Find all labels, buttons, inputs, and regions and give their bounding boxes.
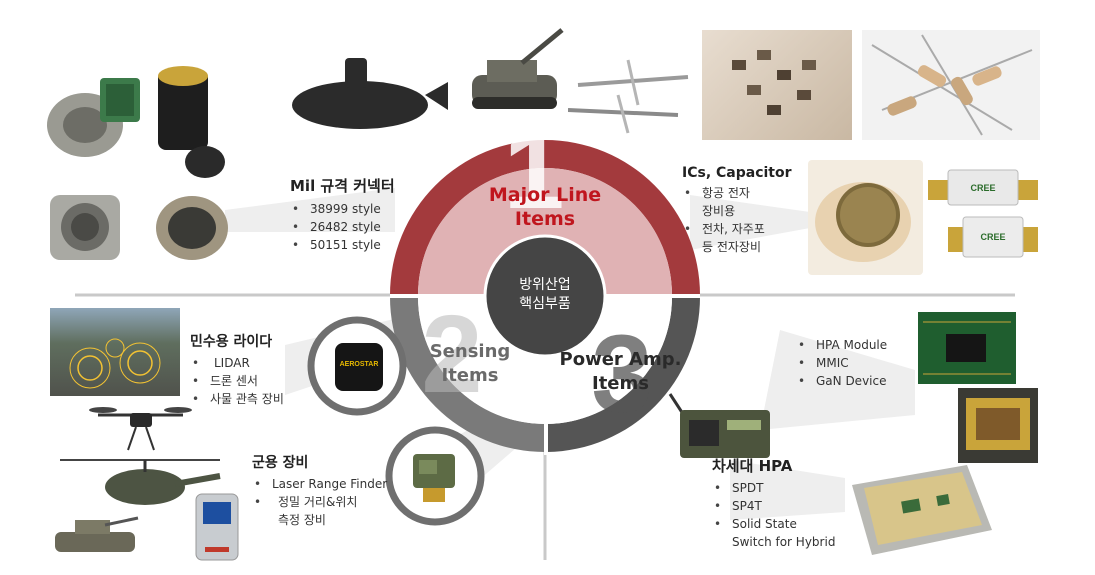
helicopter-photo <box>60 459 221 505</box>
list-item-line: Switch for Hybrid <box>732 535 836 549</box>
cree-module-1-photo: CREE <box>928 165 1038 210</box>
segment-3-number: 3 <box>591 313 652 436</box>
hpa-items-list: HPA Module MMIC GaN Device <box>796 336 887 390</box>
mil-connector-title: Mil 규격 커넥터 <box>290 177 395 195</box>
segment-1-title-line1: Major Line <box>488 184 602 206</box>
list-item-line: 전차, 자주포 <box>702 222 765 236</box>
segment-2-title: Sensing Items <box>410 340 530 388</box>
segment-3-title: Power Amp. Items <box>548 348 693 396</box>
list-item-line: 장비용 <box>702 204 736 218</box>
ics-title: ICs, Capacitor <box>682 165 792 181</box>
lidar-title: 민수용 라이다 <box>190 334 273 350</box>
rf-switch-board-photo <box>842 460 994 560</box>
capacitor-chips-photo <box>702 30 852 140</box>
segment-3-title-line1: Power Amp. <box>559 349 682 370</box>
lidar-list: LIDAR 드론 센서 사물 관측 장비 <box>190 354 284 408</box>
list-item: 50151 style <box>290 236 395 254</box>
segment-1-title: Major Line Items <box>470 183 620 231</box>
hpa-module-photo <box>918 312 1016 384</box>
segment-2-title-line2: Items <box>441 365 499 386</box>
list-item: 드론 센서 <box>190 372 284 390</box>
segment-3-title-line2: Items <box>592 373 649 394</box>
submarine-photo <box>292 58 448 129</box>
list-item-line: 등 전자장비 <box>702 240 762 254</box>
list-item: LIDAR <box>190 354 284 372</box>
list-item-line: LIDAR <box>214 356 250 370</box>
list-item-line: Laser Range Finder <box>272 477 388 491</box>
laser-range-finder-photo <box>413 454 455 502</box>
cree-module-2-photo: CREE <box>938 212 1048 262</box>
segment-2-ring <box>390 297 545 452</box>
list-item: SP4T <box>712 497 835 515</box>
svg-text:CREE: CREE <box>970 183 995 193</box>
segment-1-ring <box>390 140 700 295</box>
connector-photo-1 <box>47 78 140 157</box>
howitzer-photo <box>472 28 564 109</box>
mil-connector-list: 38999 style 26482 style 50151 style <box>290 200 395 254</box>
mmic-chip-photo <box>958 388 1038 463</box>
list-item: GaN Device <box>796 372 887 390</box>
lidar-road-photo <box>50 308 180 396</box>
list-item: HPA Module <box>796 336 887 354</box>
segment-1-fill <box>418 168 672 295</box>
armored-vehicle-photo <box>55 516 139 552</box>
hub-circle <box>483 234 607 358</box>
list-item: 사물 관측 장비 <box>190 390 284 408</box>
list-item-line: 정밀 거리&위치 <box>278 495 358 509</box>
connector-photo-3 <box>50 195 120 260</box>
uav-photo <box>568 59 689 134</box>
list-item: MMIC <box>796 354 887 372</box>
list-item: Laser Range Finder <box>252 475 387 493</box>
next-hpa-title: 차세대 HPA <box>712 457 793 475</box>
mil-connector-callout: Mil 규격 커넥터 38999 style 26482 style 50151… <box>290 175 395 254</box>
segment-1-number: 1 <box>503 109 564 232</box>
segment-2-title-line1: Sensing <box>429 341 511 362</box>
list-item: 38999 style <box>290 200 395 218</box>
list-item-line: SPDT <box>732 481 764 495</box>
list-item-line: 항공 전자 <box>702 186 750 200</box>
hpa-items-callout: HPA Module MMIC GaN Device <box>796 336 887 390</box>
list-item-line: SP4T <box>732 499 762 513</box>
tactical-radio-photo <box>668 393 770 458</box>
range-finder-photo <box>195 493 239 561</box>
hub-label-line2: 핵심부품 <box>519 296 571 312</box>
drone-photo <box>89 407 192 451</box>
list-item: SPDT <box>712 479 835 497</box>
list-item-line: Solid State <box>732 517 797 531</box>
military-title: 군용 장비 <box>252 455 309 471</box>
hub-label: 방위산업 핵심부품 <box>500 276 590 314</box>
lidar-callout: 민수용 라이다 LIDAR 드론 센서 사물 관측 장비 <box>190 331 284 408</box>
svg-text:CREE: CREE <box>980 232 1005 242</box>
aerostar-sensor-photo: AEROSTAR <box>335 343 383 391</box>
wafer-photo <box>808 160 923 275</box>
segment-3-ring <box>547 297 700 452</box>
connector-photo-2 <box>158 66 225 178</box>
hub-label-line1: 방위산업 <box>519 277 571 293</box>
aerostar-label: AEROSTAR <box>339 361 379 368</box>
list-item-line: 측정 장비 <box>278 513 326 527</box>
connector-photo-4 <box>156 196 228 260</box>
list-item: 26482 style <box>290 218 395 236</box>
segment-2-number: 2 <box>421 293 482 416</box>
segment-1-title-line2: Items <box>514 208 576 230</box>
resistors-photo <box>862 30 1040 140</box>
